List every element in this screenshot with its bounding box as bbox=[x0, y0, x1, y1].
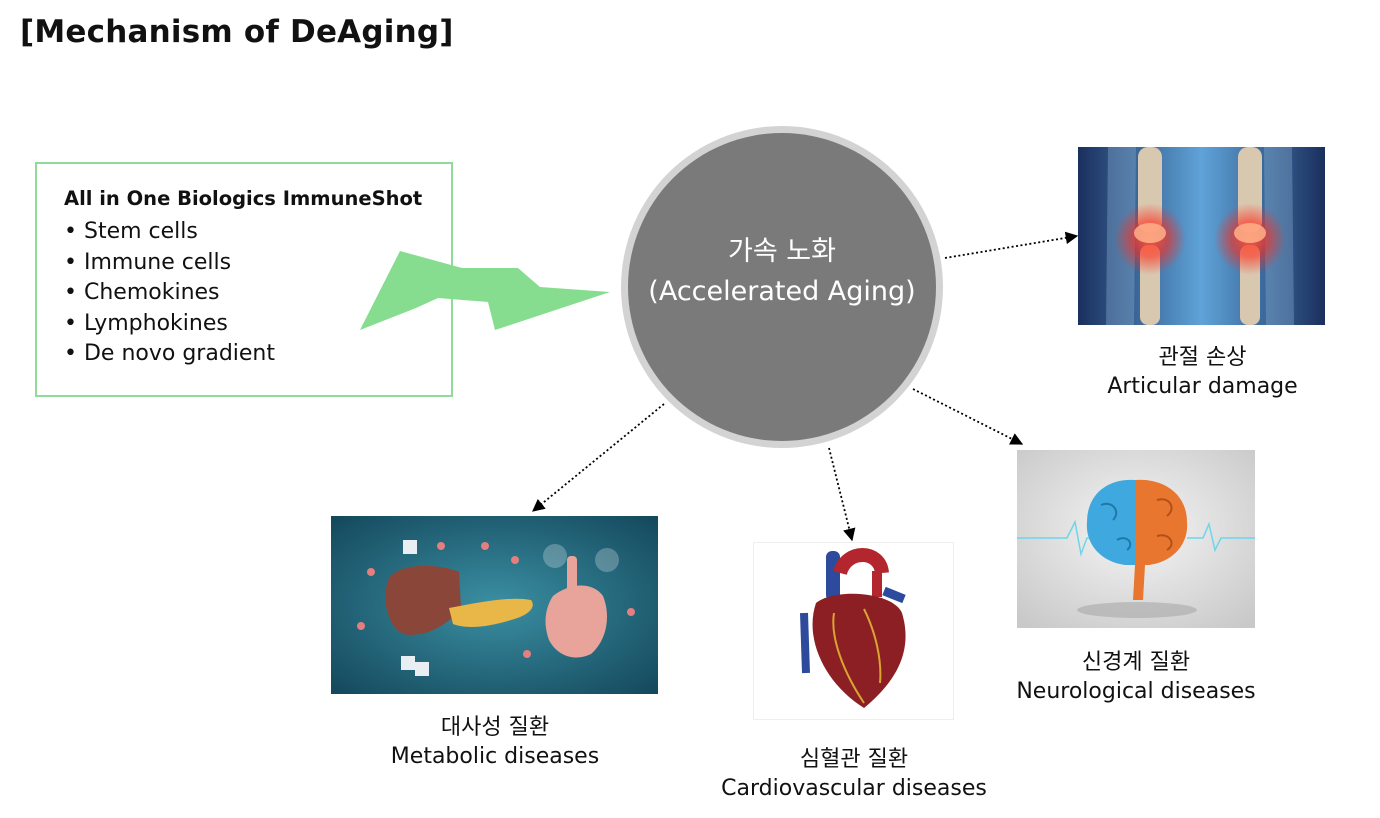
list-item: De novo gradient bbox=[64, 339, 275, 370]
liver-pancreas-image bbox=[331, 516, 658, 694]
cardio-label-en: Cardiovascular diseases bbox=[721, 776, 987, 801]
cardio-caption: 심혈관 질환 Cardiovascular diseases bbox=[716, 745, 992, 803]
metabolic-label-ko: 대사성 질환 bbox=[440, 715, 550, 740]
list-item: Stem cells bbox=[64, 217, 275, 248]
arrow-to-neuro bbox=[912, 388, 1024, 445]
hub-label-ko: 가속 노화 bbox=[728, 236, 836, 267]
hub-label-en: (Accelerated Aging) bbox=[648, 276, 916, 307]
intervention-list: Stem cells Immune cells Chemokines Lymph… bbox=[64, 217, 275, 370]
brain-image bbox=[1017, 450, 1255, 628]
neuro-caption: 신경계 질환 Neurological diseases bbox=[1006, 648, 1266, 706]
metabolic-label-en: Metabolic diseases bbox=[390, 744, 600, 769]
heart-image bbox=[753, 542, 954, 720]
metabolic-caption: 대사성 질환 Metabolic diseases bbox=[375, 713, 615, 771]
intervention-heading: All in One Biologics ImmuneShot bbox=[64, 187, 423, 210]
lightning-bolt-icon bbox=[360, 251, 610, 330]
hub-label: 가속 노화 (Accelerated Aging) bbox=[622, 232, 942, 312]
neuro-label-ko: 신경계 질환 bbox=[1081, 650, 1191, 675]
arrow-to-metabolic bbox=[532, 403, 665, 512]
articular-label-en: Articular damage bbox=[1107, 374, 1298, 399]
list-item: Chemokines bbox=[64, 278, 275, 309]
page-title: [Mechanism of DeAging] bbox=[20, 14, 454, 50]
list-item: Lymphokines bbox=[64, 309, 275, 340]
arrow-to-cardio bbox=[828, 447, 856, 542]
cardio-label-ko: 심혈관 질환 bbox=[799, 747, 909, 772]
articular-label-ko: 관절 손상 bbox=[1158, 345, 1247, 370]
arrow-to-articular bbox=[944, 231, 1079, 259]
list-item: Immune cells bbox=[64, 248, 275, 279]
neuro-label-en: Neurological diseases bbox=[1016, 679, 1256, 704]
articular-caption: 관절 손상 Articular damage bbox=[1090, 343, 1315, 401]
hub-circle-inner bbox=[628, 133, 936, 441]
knee-joints-image bbox=[1078, 147, 1325, 325]
